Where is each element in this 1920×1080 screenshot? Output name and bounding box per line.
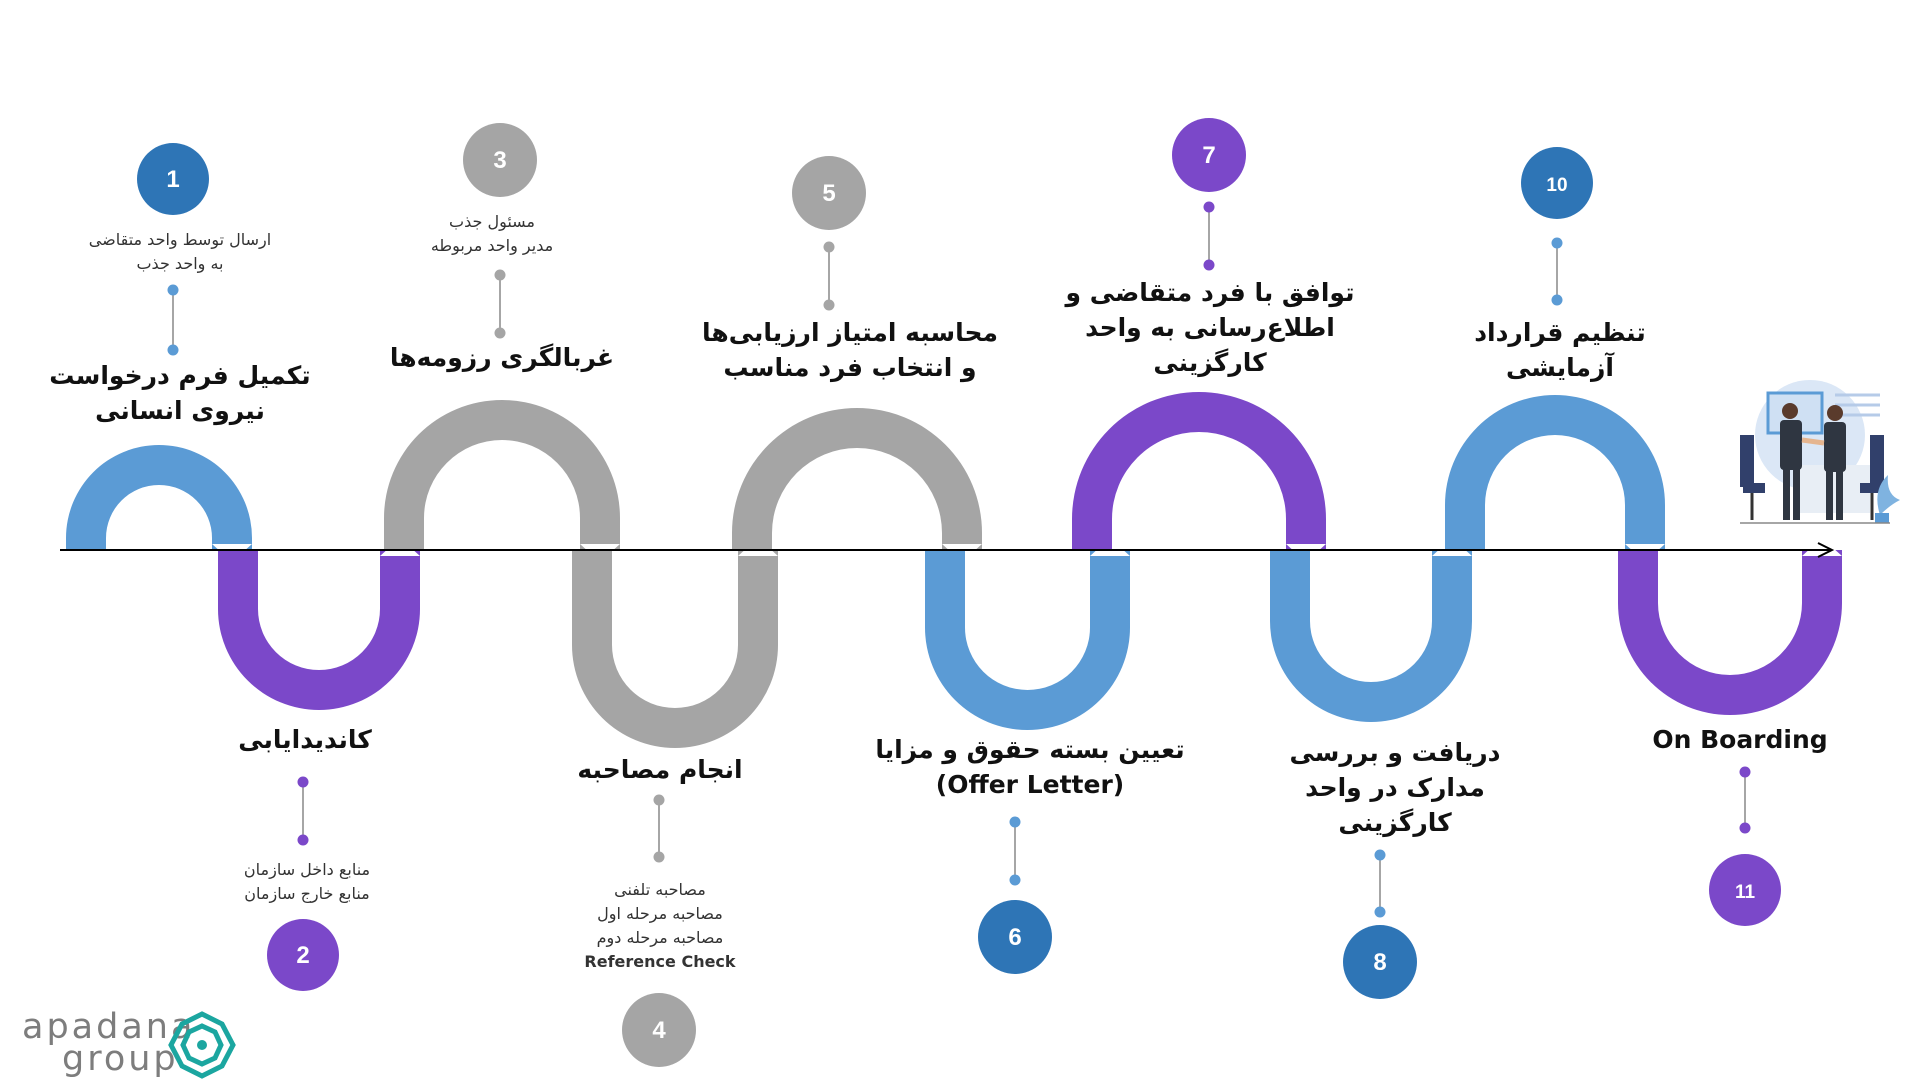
wave-segment xyxy=(572,550,778,748)
step2-title: کاندیدایابی xyxy=(238,725,372,754)
connector-dot xyxy=(1551,237,1563,249)
connector-dot xyxy=(1203,201,1215,213)
step-6-number: 6 xyxy=(1008,924,1021,951)
wave-segment xyxy=(925,550,1130,730)
connector-dot xyxy=(167,284,179,296)
step-4-circle xyxy=(622,993,696,1067)
step-11-circle xyxy=(1709,854,1781,926)
connector-dot xyxy=(823,299,835,311)
wave-segment xyxy=(218,550,420,710)
step-8-number: 8 xyxy=(1373,949,1386,976)
connector-dot xyxy=(823,241,835,253)
step-4-number: 4 xyxy=(652,1017,666,1044)
wave-notch xyxy=(1802,538,1842,556)
connector-dot xyxy=(297,834,309,846)
apadana-group-logo: apadana group xyxy=(22,1010,252,1080)
step4-title: انجام مصاحبه xyxy=(577,755,743,784)
step11-title: On Boarding xyxy=(1652,725,1828,754)
step-5-number: 5 xyxy=(822,180,835,207)
step-8-circle xyxy=(1343,925,1417,999)
step-2-circle xyxy=(267,919,339,991)
connector-dot xyxy=(1374,906,1386,918)
wave-segment xyxy=(1270,550,1472,722)
step-7-number: 7 xyxy=(1202,142,1215,169)
step-10-circle xyxy=(1521,147,1593,219)
connector-dot xyxy=(1009,816,1021,828)
step-11-number: 11 xyxy=(1735,882,1756,903)
connector-dot xyxy=(1203,259,1215,271)
wave-path xyxy=(66,392,1842,748)
logo-word-apadana: apadana xyxy=(22,1007,196,1047)
connectors xyxy=(167,201,1751,918)
wave-segment xyxy=(732,408,982,550)
wave-segment xyxy=(384,400,620,550)
connector-dot xyxy=(653,851,665,863)
wave-segment xyxy=(1072,392,1326,550)
step-3-number: 3 xyxy=(493,147,506,174)
connector-dot xyxy=(1739,766,1751,778)
connector-dot xyxy=(1551,294,1563,306)
step-1-number: 1 xyxy=(166,166,179,193)
wave-segment xyxy=(1445,395,1665,550)
connector-dot xyxy=(167,344,179,356)
step-6-circle xyxy=(978,900,1052,974)
step-2-number: 2 xyxy=(296,942,309,969)
logo-word-group: group xyxy=(62,1039,179,1079)
connector-dot xyxy=(1374,849,1386,861)
connector-dot xyxy=(653,794,665,806)
wave-segment xyxy=(66,445,252,550)
connector-dot xyxy=(1009,874,1021,886)
wave-segment xyxy=(1618,550,1842,715)
step-1-circle xyxy=(137,143,209,215)
step-3-circle xyxy=(463,123,537,197)
business-handshake-illustration xyxy=(1740,380,1900,524)
step-5-circle xyxy=(792,156,866,230)
connector-dot xyxy=(1739,822,1751,834)
connector-dot xyxy=(297,776,309,788)
step6-title: تعیین بسته حقوق و مزایا(Offer Letter) xyxy=(875,735,1185,799)
step3-title: غربالگری رزومه‌ها xyxy=(389,343,615,372)
step-10-number: 10 xyxy=(1546,175,1567,196)
step-circles: 1 2 3 4 5 6 7 8 10 11 xyxy=(137,118,1781,1067)
connector-dot xyxy=(494,327,506,339)
connector-dot xyxy=(494,269,506,281)
timeline-arrowhead xyxy=(1817,542,1835,558)
step-7-circle xyxy=(1172,118,1246,192)
logo-mark-icon xyxy=(168,1011,236,1079)
